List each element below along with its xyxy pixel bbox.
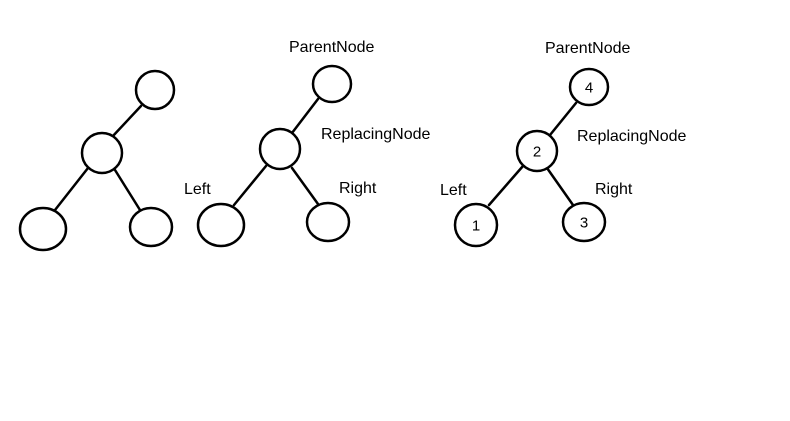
node-left [453, 202, 499, 248]
label-replacing-node: ReplacingNode [577, 128, 687, 145]
node-left [18, 206, 68, 252]
node-replacing [515, 129, 559, 173]
tree-1 [18, 69, 176, 252]
edge-replacing-to-right [545, 166, 575, 207]
edge-middle-to-left [53, 166, 90, 212]
label-replacing-node: ReplacingNode [321, 126, 431, 143]
node-left-value: 1 [472, 218, 480, 235]
node-replacing [258, 127, 302, 171]
edge-replacing-to-left [487, 164, 525, 207]
edge-parent-to-replacing [548, 101, 578, 137]
node-right [305, 201, 351, 243]
node-right [561, 201, 607, 243]
node-left [196, 202, 246, 248]
node-parent-value: 4 [585, 80, 593, 97]
edge-replacing-to-right [290, 166, 320, 206]
node-parent [311, 64, 353, 104]
node-right [128, 206, 174, 248]
tree-2: ParentNode ReplacingNode Left Right [184, 39, 431, 248]
label-right: Right [595, 181, 633, 198]
tree-3: 4 2 1 3 ParentNode ReplacingNode Left Ri… [440, 40, 687, 248]
node-root [134, 69, 176, 111]
label-left: Left [440, 182, 467, 199]
label-right: Right [339, 180, 377, 197]
node-right-value: 3 [580, 215, 588, 232]
label-left: Left [184, 181, 211, 198]
edge-replacing-to-left [232, 164, 268, 207]
node-middle [80, 131, 124, 175]
edge-parent-to-replacing [290, 97, 320, 135]
label-parent-node: ParentNode [545, 40, 630, 57]
node-replacing-value: 2 [533, 144, 541, 161]
node-parent [568, 67, 610, 107]
edge-root-to-middle [110, 104, 143, 139]
label-parent-node: ParentNode [289, 39, 374, 56]
edge-middle-to-right [113, 168, 142, 212]
